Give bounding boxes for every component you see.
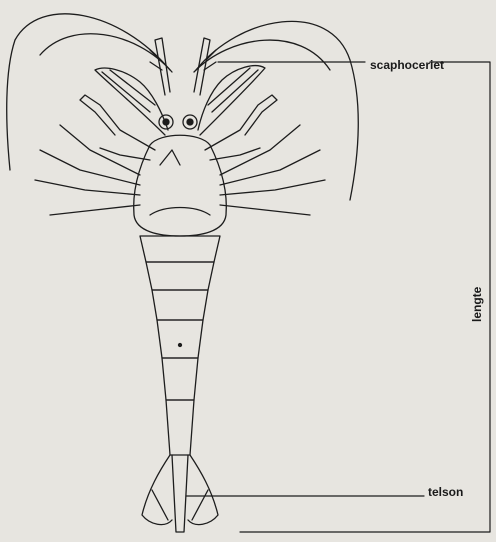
carapace [134, 135, 227, 236]
scaphocerite-label: scaphoceriet [370, 58, 444, 72]
claws [80, 95, 277, 160]
eyes [159, 115, 197, 129]
telson-label: telson [428, 485, 463, 499]
scaphocerite-right [198, 66, 265, 135]
antennules [150, 38, 216, 95]
antennae [7, 14, 359, 200]
walking-legs [35, 125, 325, 215]
pointer-lines [186, 62, 490, 532]
abdomen [140, 236, 220, 455]
length-label: lengte [470, 287, 484, 322]
tail-fan [142, 455, 218, 532]
